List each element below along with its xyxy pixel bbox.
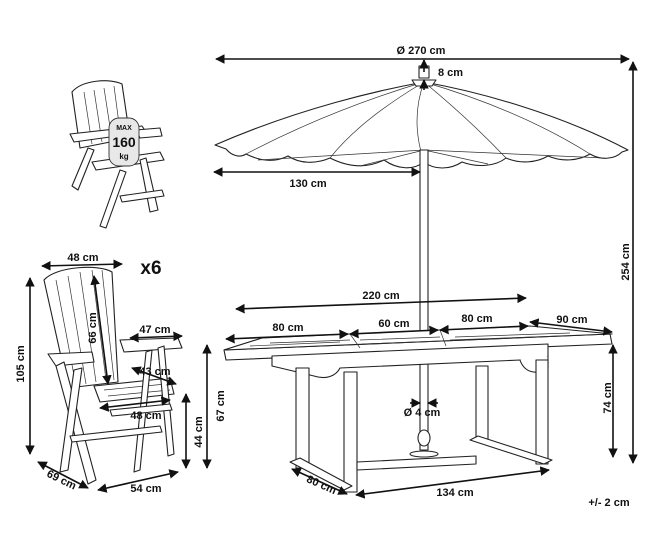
umbrella-drawing [214, 65, 629, 451]
small-chair-drawing: MAX 160 kg [69, 80, 165, 229]
label-table-center: 60 cm [378, 318, 409, 330]
label-table-base-length: 134 cm [436, 487, 474, 499]
label-chair-seat-width: 48 cm [130, 410, 161, 422]
label-chair-total-height: 105 cm [15, 345, 27, 383]
label-umbrella-radius: 130 cm [289, 178, 327, 190]
label-table-leaf-right: 80 cm [461, 313, 492, 325]
weight-badge [108, 117, 140, 167]
label-chair-arm-depth: 47 cm [139, 324, 170, 336]
label-chair-arm-height: 67 cm [215, 390, 227, 421]
label-umbrella-diameter: Ø 270 cm [397, 45, 446, 57]
label-umbrella-top: 8 cm [438, 67, 463, 79]
label-table-width-top: 90 cm [556, 314, 587, 326]
label-chair-seat-depth: 43 cm [139, 366, 170, 378]
label-pole-diameter: Ø 4 cm [404, 407, 441, 419]
label-table-leaf-left: 80 cm [272, 322, 303, 334]
label-table-height: 74 cm [602, 382, 614, 413]
label-chair-seat-height: 44 cm [193, 416, 205, 447]
label-umbrella-height: 254 cm [620, 243, 632, 281]
label-chair-width: 48 cm [67, 252, 98, 264]
label-chair-base-width: 54 cm [130, 483, 161, 495]
dimension-lines [25, 54, 638, 499]
badge-weight-value: 160 [112, 134, 136, 150]
badge-weight-unit: kg [119, 152, 128, 161]
badge-max-label: MAX [116, 125, 132, 132]
label-chair-quantity: x6 [140, 258, 161, 279]
label-chair-back-height: 66 cm [87, 312, 99, 343]
label-tolerance: +/- 2 cm [588, 497, 629, 509]
label-table-extended-length: 220 cm [362, 290, 400, 302]
